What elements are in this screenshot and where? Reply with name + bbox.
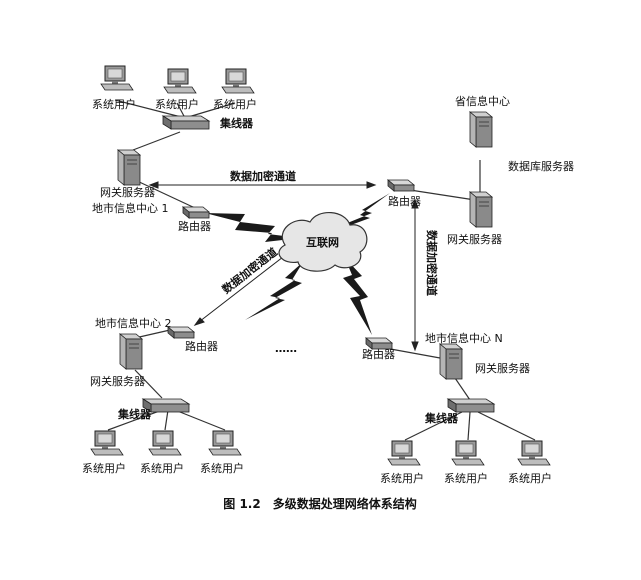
user-label: 系统用户 xyxy=(200,461,244,475)
user-label: 系统用户 xyxy=(213,97,257,111)
lightning-icon xyxy=(245,262,303,320)
user-label: 系统用户 xyxy=(508,471,552,485)
computer-icon xyxy=(221,68,255,94)
router-icon xyxy=(387,179,415,192)
gateway-label: 网关服务器 xyxy=(447,232,502,246)
channel-label: 数据加密通道 xyxy=(219,245,280,297)
figure-caption: 图 1.2 多级数据处理网络体系结构 xyxy=(223,496,416,511)
router-label: 路由器 xyxy=(185,339,218,353)
user-label: 系统用户 xyxy=(140,461,184,475)
dots-label: …… xyxy=(275,342,297,355)
gateway-label: 网关服务器 xyxy=(100,185,155,199)
computer-icon xyxy=(208,430,242,456)
internet-label: 互联网 xyxy=(306,235,339,249)
hub-label: 集线器 xyxy=(219,116,254,130)
gateway-label: 网关服务器 xyxy=(475,361,530,375)
user-label: 系统用户 xyxy=(155,97,199,111)
router-icon xyxy=(167,326,195,339)
computer-icon xyxy=(90,430,124,456)
lightning-icon xyxy=(318,193,390,242)
computer-icon xyxy=(517,440,551,466)
site-label-city2: 地市信息中心 2 xyxy=(95,316,172,330)
hub-label: 集线器 xyxy=(424,411,459,425)
computer-icon xyxy=(148,430,182,456)
lightning-links xyxy=(205,193,390,335)
site-label-province: 省信息中心 xyxy=(455,94,510,108)
server-icon xyxy=(469,111,493,148)
lightning-icon xyxy=(205,213,300,242)
computer-icon xyxy=(387,440,421,466)
user-label: 系统用户 xyxy=(380,471,424,485)
internet-cloud xyxy=(278,212,368,272)
server-icon xyxy=(117,149,141,186)
server-icon xyxy=(119,333,143,370)
computer-icon xyxy=(163,68,197,94)
computer-icon xyxy=(100,65,134,91)
hub-label: 集线器 xyxy=(117,407,152,421)
site-label-cityN: 地市信息中心 N xyxy=(425,331,503,345)
router-label: 路由器 xyxy=(362,347,395,361)
channel-label: 数据加密通道 xyxy=(230,169,296,183)
channel-arrows xyxy=(148,181,419,352)
user-label: 系统用户 xyxy=(92,97,136,111)
gateway-label: 网关服务器 xyxy=(90,374,145,388)
router-label: 路由器 xyxy=(388,194,421,208)
db-server-label: 数据库服务器 xyxy=(508,159,574,173)
site-label-city1: 地市信息中心 1 xyxy=(92,201,169,215)
computer-icon xyxy=(451,440,485,466)
server-icon xyxy=(439,343,463,380)
router-label: 路由器 xyxy=(178,219,211,233)
hub-icon xyxy=(162,115,210,130)
router-icon xyxy=(182,206,210,219)
labels: 系统用户 系统用户 系统用户 集线器 网关服务器 地市信息中心 1 路由器 数据… xyxy=(82,94,574,511)
user-label: 系统用户 xyxy=(444,471,488,485)
channel-label: 数据加密通道 xyxy=(425,230,439,296)
user-label: 系统用户 xyxy=(82,461,126,475)
hub-icon xyxy=(447,398,495,413)
server-icon xyxy=(469,191,493,228)
lightning-icon xyxy=(343,258,372,335)
